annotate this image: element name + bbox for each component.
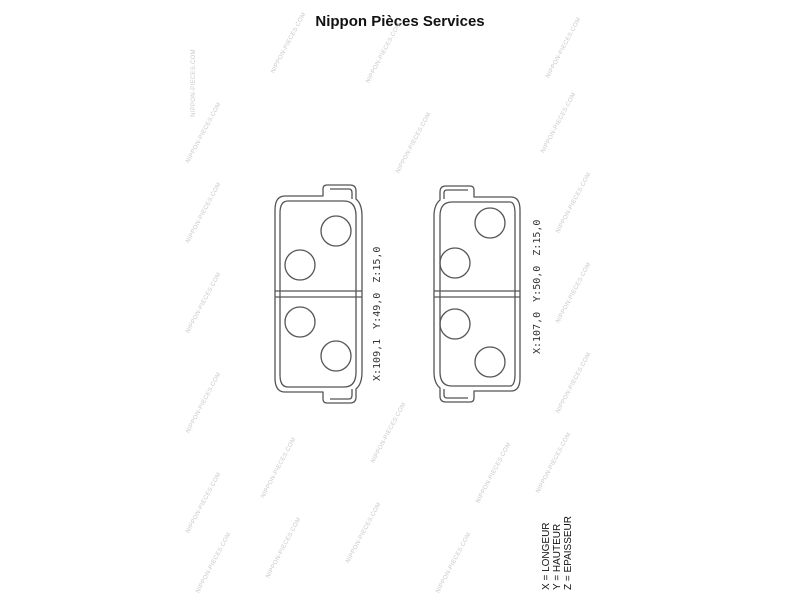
dimension-y: Y:50,0 — [532, 265, 543, 302]
pad-inner-outline — [439, 201, 516, 387]
page-title: Nippon Pièces Services — [315, 13, 485, 30]
piston-circle — [284, 249, 316, 281]
piston-circle — [474, 346, 506, 378]
pad-outline — [433, 185, 521, 403]
dimension-x: X:109,1 — [372, 338, 383, 381]
pad-left-dimensions: X:109,1 Y:49,0 Z:15,0 — [372, 237, 383, 381]
dimension-z: Z:15,0 — [532, 219, 543, 256]
ear-detail — [443, 189, 468, 199]
pad-outline — [274, 184, 363, 404]
brake-pad-right — [433, 185, 521, 403]
ear-detail — [443, 389, 468, 399]
piston-circle — [474, 207, 506, 239]
ear-detail — [330, 188, 353, 199]
dimension-x: X:107,0 — [532, 311, 543, 354]
dimension-z: Z:15,0 — [372, 246, 383, 283]
dimension-legend: X = LONGEUR Y = HAUTEUR Z = EPAISSEUR — [541, 516, 574, 590]
ear-detail — [330, 389, 353, 400]
piston-circle — [284, 306, 316, 338]
brake-pad-left — [274, 184, 363, 404]
wear-groove — [434, 290, 520, 298]
piston-circle — [320, 215, 352, 247]
legend-x: X = LONGEUR — [541, 522, 552, 590]
piston-circle — [320, 340, 352, 372]
piston-circle — [439, 308, 471, 340]
piston-circle — [439, 247, 471, 279]
dimension-y: Y:49,0 — [372, 292, 383, 329]
pad-inner-outline — [279, 200, 357, 388]
legend-z: Z = EPAISSEUR — [563, 515, 574, 590]
pad-right-dimensions: X:107,0 Y:50,0 Z:15,0 — [532, 210, 543, 354]
legend-y: Y = HAUTEUR — [552, 523, 563, 590]
wear-groove — [275, 290, 362, 298]
